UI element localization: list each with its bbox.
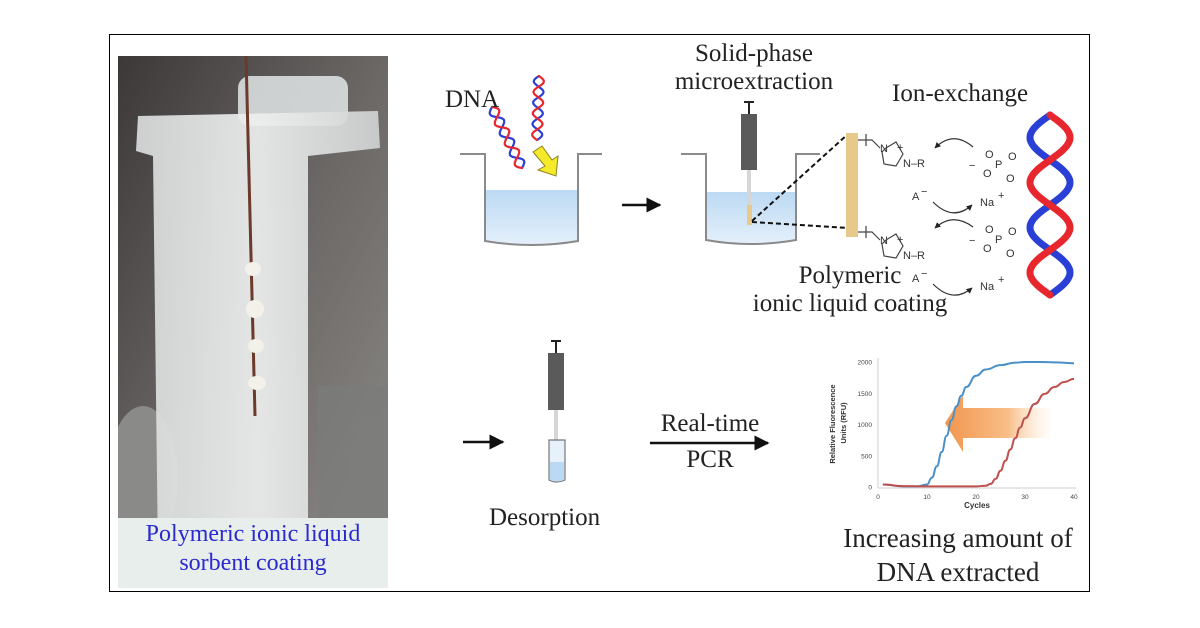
x-tick-label: 10 bbox=[923, 494, 931, 501]
plus-charge: + bbox=[998, 190, 1004, 202]
oxygen-label: O bbox=[1006, 248, 1015, 260]
exchange-arrow-icon bbox=[934, 219, 974, 229]
y-tick-label: 1500 bbox=[858, 391, 873, 398]
zoom-line bbox=[751, 133, 849, 222]
imidazolium-cation bbox=[858, 226, 904, 259]
x-tick-label: 20 bbox=[972, 494, 980, 501]
orange-shift-arrow-icon bbox=[945, 395, 1050, 452]
water bbox=[485, 190, 578, 245]
y-axis-label-line-1: Relative Fluorescence bbox=[828, 384, 837, 463]
x-tick-label: 40 bbox=[1070, 494, 1078, 501]
anion-label: A bbox=[912, 273, 920, 285]
coating-label-line-2: ionic liquid coating bbox=[752, 290, 948, 317]
y-axis-label: Relative Fluorescence Units (RFU) bbox=[828, 382, 848, 463]
dna-double-helix-icon bbox=[1026, 111, 1074, 299]
coating-bead bbox=[245, 262, 261, 276]
y-axis-label-line-2: Units (RFU) bbox=[839, 402, 848, 444]
oxygen-label: O bbox=[1008, 226, 1017, 238]
dna-strand-icon bbox=[531, 74, 545, 142]
coating-label-line-1: Polymeric bbox=[798, 262, 902, 289]
qpcr-amplification-chart: 0 10 20 30 40 0 500 1000 1500 2000 Cycles Relativ… bbox=[828, 358, 1078, 510]
nitrogen-label: N bbox=[880, 235, 888, 247]
oxygen-label: O bbox=[985, 224, 994, 236]
minus-charge: − bbox=[921, 268, 927, 280]
imidazolium-cation bbox=[858, 134, 904, 167]
syringe-icon bbox=[548, 353, 564, 410]
dna-label: DNA bbox=[445, 86, 500, 113]
desorption-label: Desorption bbox=[489, 504, 601, 531]
phosphorus-label: P bbox=[995, 159, 1002, 171]
plus-charge: + bbox=[998, 274, 1004, 286]
spme-label: Solid-phase microextraction bbox=[654, 40, 854, 96]
ion-exchange-label: Ion-exchange bbox=[892, 80, 1029, 107]
oxygen-label: O bbox=[983, 168, 992, 180]
coating-bead bbox=[248, 339, 264, 353]
phosphorus-label: P bbox=[995, 234, 1002, 246]
caption-line-2: sorbent coating bbox=[179, 550, 327, 576]
dna-strand-icon bbox=[488, 105, 526, 170]
n-r-label: N–R bbox=[903, 158, 925, 170]
caption-line-1: Polymeric ionic liquid bbox=[145, 521, 361, 547]
beaker-with-dna bbox=[460, 74, 602, 246]
pcr-label-bottom: PCR bbox=[686, 446, 734, 473]
pcr-label-top: Real-time bbox=[660, 410, 760, 437]
result-label-line-2: DNA extracted bbox=[876, 557, 1040, 587]
sodium-label: Na bbox=[980, 281, 995, 293]
oxygen-label: O bbox=[1008, 151, 1017, 163]
x-tick-label: 30 bbox=[1021, 494, 1029, 501]
coating-bead bbox=[248, 376, 266, 390]
y-tick-label: 500 bbox=[861, 453, 872, 460]
beaker-outline bbox=[460, 153, 602, 246]
result-label-line-1: Increasing amount of bbox=[843, 523, 1073, 553]
photo-illustration bbox=[118, 56, 388, 588]
dna-strand bbox=[490, 105, 524, 170]
beaker-with-syringe bbox=[681, 101, 858, 245]
minus-charge: − bbox=[969, 160, 975, 172]
sorbent-coating-photo bbox=[118, 56, 388, 588]
minus-charge: − bbox=[969, 235, 975, 247]
sodium-label: Na bbox=[980, 197, 995, 209]
n-r-label: N–R bbox=[903, 250, 925, 262]
oxygen-label: O bbox=[985, 149, 994, 161]
minus-charge: − bbox=[921, 186, 927, 198]
syringe-icon bbox=[741, 114, 757, 170]
spme-label-line-2: microextraction bbox=[674, 68, 834, 95]
ion-exchange-chemistry: N + N–R A − N + N–R A − − O P O O O − O … bbox=[858, 134, 1017, 296]
series-line bbox=[882, 360, 1075, 488]
exchange-arrow-icon bbox=[932, 201, 973, 214]
result-label: Increasing amount of DNA extracted bbox=[823, 521, 1093, 589]
yellow-arrow-icon bbox=[532, 145, 559, 177]
series-line bbox=[882, 377, 1075, 488]
y-tick-label: 2000 bbox=[858, 360, 873, 367]
x-axis-label: Cycles bbox=[964, 501, 990, 510]
exchange-arrow-icon bbox=[932, 283, 973, 296]
plus-charge: + bbox=[897, 142, 903, 154]
x-tick-label: 0 bbox=[876, 494, 880, 501]
coating-bead bbox=[246, 300, 264, 318]
coated-fiber bbox=[747, 205, 752, 225]
zoom-line bbox=[751, 221, 849, 229]
oxygen-label: O bbox=[983, 243, 992, 255]
dna-strand bbox=[1026, 111, 1074, 299]
spme-fiber bbox=[244, 56, 257, 417]
plastic-tube bbox=[136, 111, 380, 556]
plus-charge: + bbox=[897, 234, 903, 246]
dna-strand bbox=[531, 74, 545, 142]
photo-caption: Polymeric ionic liquid sorbent coating bbox=[118, 520, 388, 578]
oxygen-label: O bbox=[1006, 173, 1015, 185]
coating-zoom-bar bbox=[846, 133, 858, 237]
y-tick-label: 1000 bbox=[858, 422, 873, 429]
spme-label-line-1: Solid-phase bbox=[694, 40, 814, 67]
nitrogen-label: N bbox=[880, 143, 888, 155]
y-tick-label: 0 bbox=[868, 485, 872, 492]
beaker-outline bbox=[681, 153, 820, 245]
coating-label: Polymeric ionic liquid coating bbox=[742, 262, 958, 318]
anion-label: A bbox=[912, 191, 920, 203]
exchange-arrow-icon bbox=[934, 138, 974, 149]
desorption-syringe-vial bbox=[548, 340, 566, 483]
